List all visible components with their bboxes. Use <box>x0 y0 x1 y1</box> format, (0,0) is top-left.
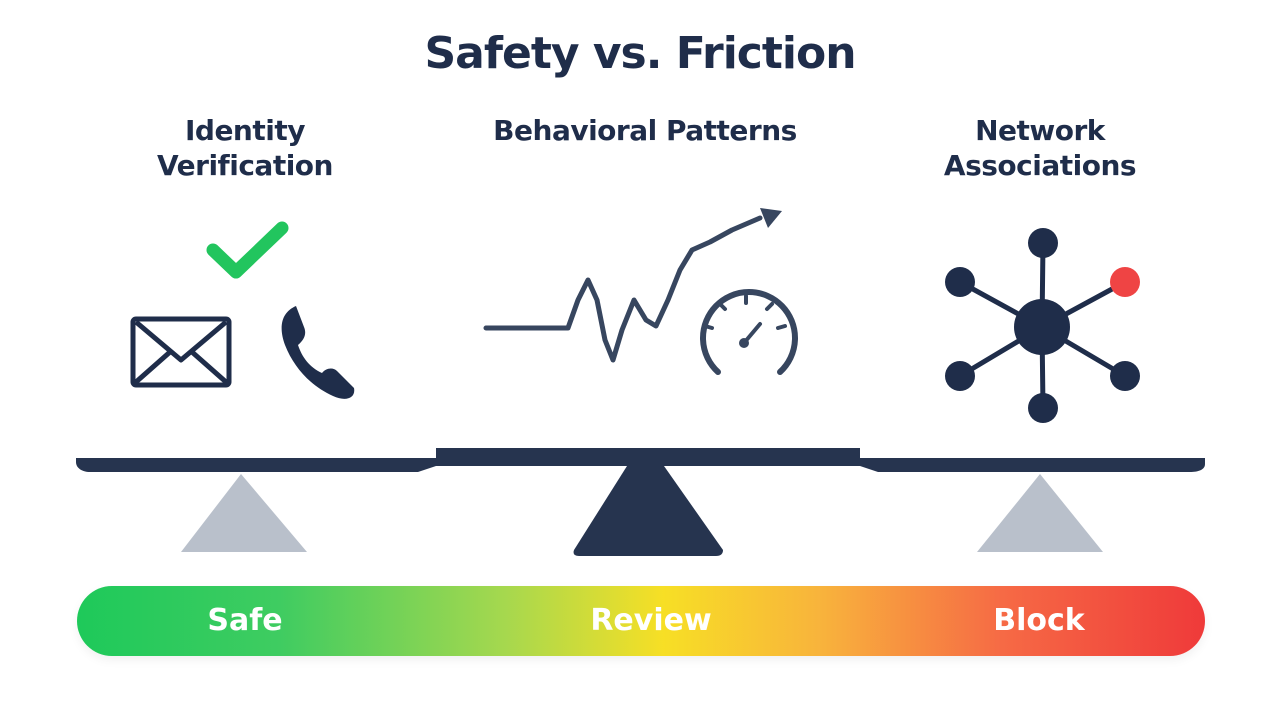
behavioral-patterns-title: Behavioral Patterns <box>420 113 870 148</box>
network-associations-title: Network Associations <box>890 113 1190 183</box>
identity-verification-title-line2: Verification <box>157 149 333 182</box>
safe-label: Safe <box>207 603 283 638</box>
network-node-icon <box>945 228 1140 423</box>
review-label: Review <box>590 603 712 638</box>
balance-beam <box>76 448 1205 472</box>
fulcrum-left <box>181 474 307 552</box>
identity-verification-title-line1: Identity <box>184 114 306 147</box>
page-title: Safety vs. Friction <box>424 28 856 79</box>
block-label: Block <box>993 603 1085 638</box>
fulcrum-center <box>573 466 723 556</box>
network-associations-title-line1: Network <box>975 114 1105 147</box>
phone-icon <box>281 306 355 399</box>
network-associations-title-line2: Associations <box>943 149 1137 182</box>
risk-scale-bar: Safe Review Block <box>77 586 1205 656</box>
gauge-icon <box>700 289 798 375</box>
behavioral-patterns-title-line1: Behavioral Patterns <box>493 114 797 147</box>
check-icon <box>206 221 289 279</box>
envelope-icon <box>130 316 232 388</box>
trend-line-icon <box>483 208 782 363</box>
identity-verification-title: Identity Verification <box>95 113 395 183</box>
fulcrum-right <box>977 474 1103 552</box>
